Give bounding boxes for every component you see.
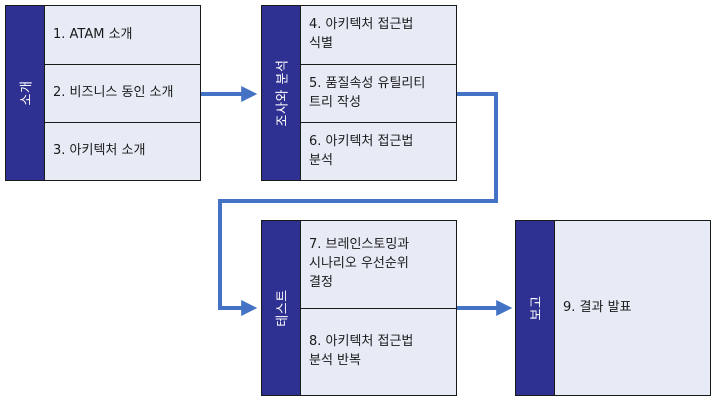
phase-report: 보고 9. 결과 발표 [515,220,711,396]
phase-intro: 소개 1. ATAM 소개 2. 비즈니스 동인 소개 3. 아키텍처 소개 [5,5,201,181]
step-5: 5. 품질속성 유틸리티 트리 작성 [301,65,456,123]
step-9-text: 9. 결과 발표 [563,299,632,315]
step-2-text: 2. 비즈니스 동인 소개 [53,85,174,101]
step-8: 8. 아키텍처 접근법 분석 반복 [301,309,456,395]
step-9: 9. 결과 발표 [555,221,710,395]
phase-analysis-header: 조사와 분석 [261,5,301,181]
arrow-analysis-to-test [218,92,498,316]
step-1: 1. ATAM 소개 [45,6,200,65]
phase-report-label: 보고 [529,295,545,321]
phase-intro-body: 1. ATAM 소개 2. 비즈니스 동인 소개 3. 아키텍처 소개 [44,5,201,181]
step-1-text: 1. ATAM 소개 [53,26,133,42]
phase-test-header: 테스트 [261,220,301,396]
phase-analysis: 조사와 분석 4. 아키텍처 접근법 식별 5. 품질속성 유틸리티 트리 작성… [261,5,457,181]
step-2: 2. 비즈니스 동인 소개 [45,65,200,123]
phase-analysis-label: 조사와 분석 [275,59,291,127]
step-3: 3. 아키텍처 소개 [45,123,200,180]
phase-test-body: 7. 브레인스토밍과 시나리오 우선순위 결정 8. 아키텍처 접근법 분석 반… [300,220,457,396]
phase-test: 테스트 7. 브레인스토밍과 시나리오 우선순위 결정 8. 아키텍처 접근법 … [261,220,457,396]
phase-report-body: 9. 결과 발표 [554,220,711,396]
phase-report-header: 보고 [515,220,555,396]
phase-test-label: 테스트 [275,289,291,327]
step-6-text: 6. 아키텍처 접근법 분석 [309,133,414,168]
phase-analysis-body: 4. 아키텍처 접근법 식별 5. 품질속성 유틸리티 트리 작성 6. 아키텍… [300,5,457,181]
step-4-text: 4. 아키텍처 접근법 식별 [309,17,414,51]
step-6: 6. 아키텍처 접근법 분석 [301,123,456,180]
step-8-text: 8. 아키텍처 접근법 분석 반복 [309,334,414,368]
phase-intro-label: 소개 [19,80,35,106]
step-7-text: 7. 브레인스토밍과 시나리오 우선순위 결정 [309,237,410,290]
step-7: 7. 브레인스토밍과 시나리오 우선순위 결정 [301,221,456,309]
step-5-text: 5. 품질속성 유틸리티 트리 작성 [309,75,426,110]
step-4: 4. 아키텍처 접근법 식별 [301,6,456,65]
phase-intro-header: 소개 [5,5,45,181]
step-3-text: 3. 아키텍처 소개 [53,143,146,159]
